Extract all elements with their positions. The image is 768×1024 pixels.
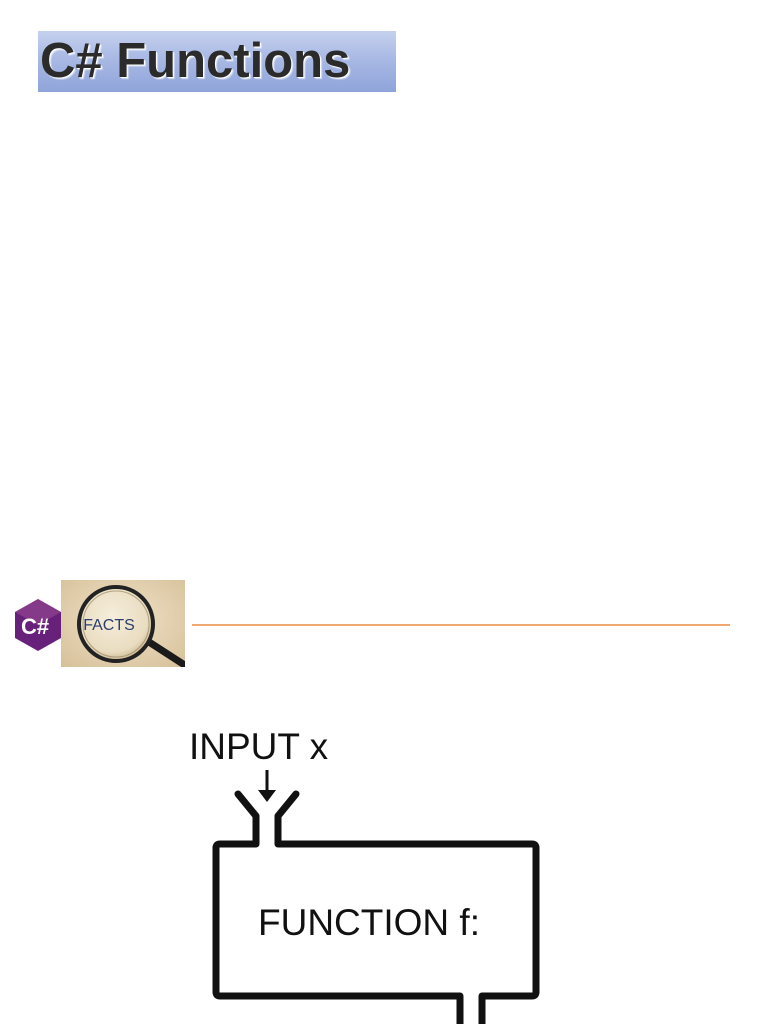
logo-hexagon-highlight: [15, 599, 61, 625]
arrow-head: [258, 790, 276, 802]
title-banner: C# Functions: [38, 31, 396, 92]
function-label: FUNCTION f:: [258, 902, 480, 943]
facts-label: FACTS: [83, 617, 135, 634]
logo-text: C#: [21, 614, 49, 639]
magnifier-handle: [145, 638, 185, 667]
page-title: C# Functions: [40, 34, 351, 88]
magnifying-glass-icon: FACTS: [61, 580, 185, 667]
facts-image: FACTS: [61, 580, 185, 667]
function-machine-svg: [212, 770, 540, 1024]
csharp-logo-svg: C#: [15, 599, 61, 651]
function-machine-outline: [212, 790, 540, 1024]
lens-inner-ring: [82, 590, 150, 658]
magnifier-lens: [77, 585, 155, 663]
function-diagram: INPUT x FUNCTION f:: [180, 720, 560, 1024]
section-divider: [192, 624, 730, 626]
input-label: INPUT x: [189, 726, 329, 767]
csharp-logo-icon: C#: [12, 597, 64, 653]
